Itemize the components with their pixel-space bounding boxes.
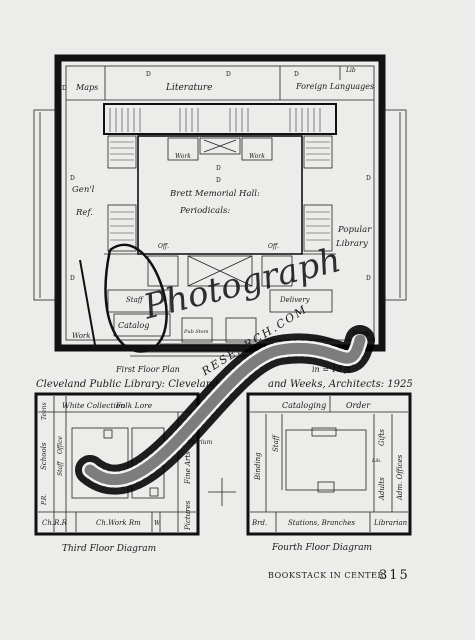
- room-label-staff: Staff: [272, 434, 280, 452]
- room-label-ch-rr: Ch.R.R: [42, 519, 68, 527]
- watermark: Photograph RESEARCH.COM: [75, 240, 375, 495]
- stack-shelving-top: [109, 108, 321, 132]
- first-floor-plan: D D D D D D D D D D Maps Literature Lib …: [33, 54, 407, 374]
- door-marker: D: [294, 71, 299, 78]
- room-label-catalog: Catalog: [118, 321, 149, 330]
- room-label-folk-lore: Folk Lore: [115, 401, 153, 410]
- room-label-stations-branches: Stations, Branches: [288, 519, 355, 527]
- footer-separator: ·: [371, 571, 374, 581]
- library-caption: Cleveland Public Library: Cleveland, O.: [36, 379, 236, 390]
- room-label-lib: Lib: [345, 67, 356, 74]
- room-label-library: Library: [335, 239, 368, 249]
- room-label-office-2: Off.: [268, 243, 279, 250]
- architects-caption: and Weeks, Architects: 1925: [268, 379, 413, 390]
- fourth-floor-title: Fourth Floor Diagram: [271, 543, 372, 553]
- room-label-order: Order: [346, 401, 371, 410]
- room-label-popular: Popular: [337, 225, 372, 235]
- room-label-schools: Schools: [40, 442, 48, 470]
- room-label-white-collection: White Collection: [62, 401, 125, 410]
- room-label-teens: Teens: [41, 402, 48, 420]
- page-number: 315: [379, 568, 410, 583]
- room-label-pictures: Pictures: [184, 500, 192, 531]
- watermark-text: Photograph: [139, 240, 345, 328]
- room-label-fine-arts: Fine Arts: [184, 451, 192, 485]
- room-label-reference: Ref.: [75, 208, 93, 218]
- cross-marker: [208, 478, 236, 506]
- room-label-librarian: Librarian: [373, 519, 408, 527]
- room-label-literature: Literature: [165, 83, 213, 93]
- door-marker: D: [70, 275, 75, 282]
- room-label-office: Office: [57, 436, 64, 454]
- running-head: BOOKSTACK IN CENTER: [268, 571, 385, 580]
- room-label-brd: Brd.: [251, 519, 267, 527]
- room-label-work-right: Work: [249, 153, 265, 160]
- room-label-pub-stem: Pub Stem: [183, 329, 209, 335]
- third-floor-diagram: White Collection Folk Lore Schools Teens…: [34, 392, 213, 554]
- door-marker: D: [216, 177, 221, 184]
- door-marker: D: [70, 175, 75, 182]
- door-marker: D: [62, 85, 67, 92]
- fourth-floor-diagram: Cataloging Order Binding Staff Gifts Adu…: [246, 392, 412, 553]
- page-footer: BOOKSTACK IN CENTER · 315: [268, 568, 410, 583]
- third-floor-title: Third Floor Diagram: [62, 544, 156, 554]
- room-label-w: W: [154, 520, 161, 527]
- door-marker: D: [366, 175, 371, 182]
- first-floor-caption: First Floor Plan: [115, 365, 180, 374]
- room-label-delivery: Delivery: [279, 296, 311, 304]
- room-label-adults: Adults: [378, 477, 386, 501]
- room-label-binding: Binding: [254, 452, 262, 481]
- room-label-maps: Maps: [75, 83, 98, 92]
- room-label-periodicals: Periodicals:: [179, 206, 230, 216]
- room-label-hall: Brett Memorial Hall:: [169, 189, 260, 199]
- room-label-foreign-languages: Foreign Languages: [295, 82, 374, 91]
- door-marker: D: [146, 71, 151, 78]
- door-marker: D: [216, 165, 221, 172]
- room-label-adm-offices: Adm. Offices: [396, 454, 404, 501]
- stack-shelving-sides: [107, 135, 333, 252]
- room-label-staff: Staff: [57, 460, 64, 476]
- room-label-ch-work-rm: Ch.Work Rm: [96, 519, 141, 527]
- room-label-work-bottom-left: Work: [72, 332, 91, 340]
- room-label-work-left: Work: [175, 153, 191, 160]
- room-label-pr: P.R.: [41, 494, 48, 506]
- room-label-lib: Lib.: [371, 458, 382, 464]
- room-label-cataloging: Cataloging: [282, 401, 326, 410]
- room-label-gifts: Gifts: [378, 429, 386, 446]
- door-marker: D: [226, 71, 231, 78]
- room-label-general: Gen'l: [72, 185, 95, 195]
- door-marker: D: [366, 275, 371, 282]
- room-label-office-1: Off.: [158, 243, 169, 250]
- room-label-staff: Staff: [126, 296, 144, 304]
